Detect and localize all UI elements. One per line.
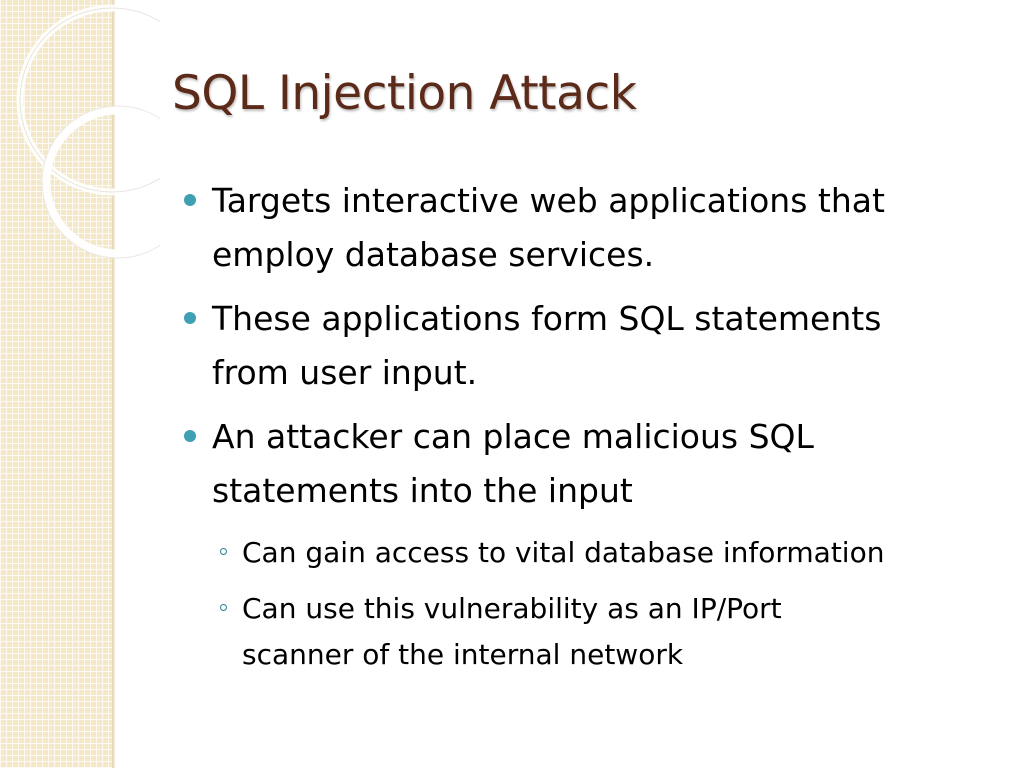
sub-bullet-item: Can use this vulnerability as an IP/Port… — [212, 586, 984, 678]
bullet-text-line: Targets interactive web applications tha… — [212, 181, 885, 220]
bullet-text-line: statements into the input — [212, 471, 633, 510]
sub-bullet-item: Can gain access to vital database inform… — [212, 530, 984, 576]
bullet-item: Targets interactive web applications tha… — [184, 174, 984, 282]
bullet-text-line: These applications form SQL statements — [212, 299, 882, 338]
bullet-text-line: from user input. — [212, 353, 478, 392]
filled-circle-bullet-icon — [184, 312, 196, 324]
sub-bullet-list: Can gain access to vital database inform… — [212, 530, 984, 678]
slide-title: SQL Injection Attack — [172, 66, 637, 121]
sub-bullet-text-line: Can gain access to vital database inform… — [242, 536, 885, 569]
sub-bullet-text-line: scanner of the internal network — [242, 638, 684, 671]
ring-bullet-icon — [220, 548, 227, 555]
side-panel-edge — [112, 0, 115, 768]
bullet-list: Targets interactive web applications tha… — [184, 174, 984, 688]
filled-circle-bullet-icon — [184, 194, 196, 206]
bullet-item: These applications form SQL statements f… — [184, 292, 984, 400]
decorative-side-panel — [0, 0, 112, 768]
ring-bullet-icon — [220, 604, 227, 611]
bullet-text-line: employ database services. — [212, 235, 655, 274]
sub-bullet-text-line: Can use this vulnerability as an IP/Port — [242, 592, 782, 625]
bullet-text-line: An attacker can place malicious SQL — [212, 417, 814, 456]
filled-circle-bullet-icon — [184, 430, 196, 442]
bullet-item: An attacker can place malicious SQL stat… — [184, 410, 984, 678]
decorative-circles — [16, 4, 160, 259]
